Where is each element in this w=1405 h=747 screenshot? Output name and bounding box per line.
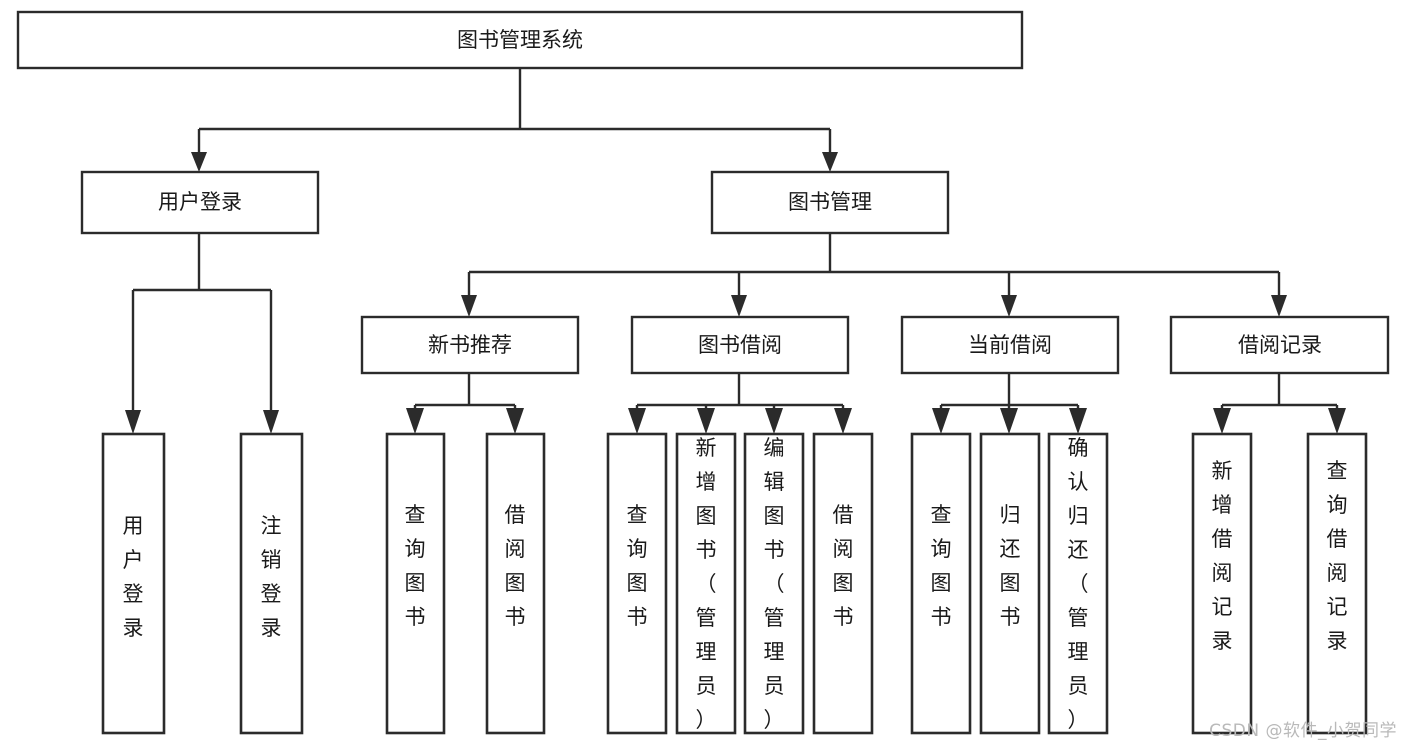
node-leaf-add-record-box[interactable] xyxy=(1191,432,1253,735)
node-leaf-query-book-1-label: 查询图书 xyxy=(405,503,426,629)
node-leaf-logout-login-box[interactable] xyxy=(239,432,304,735)
node-root-box[interactable] xyxy=(16,10,1024,70)
node-root-label: 图书管理系统 xyxy=(457,28,583,52)
arrow-head-new-book-recommend xyxy=(461,295,477,317)
arrow-head-leaf-query-book-3 xyxy=(932,408,950,434)
node-user-login[interactable]: 用户登录 xyxy=(80,170,320,235)
node-leaf-add-book-box[interactable] xyxy=(675,432,737,735)
node-borrow-record-label: 借阅记录 xyxy=(1238,333,1322,357)
node-leaf-confirm-return-box[interactable] xyxy=(1047,432,1109,735)
node-leaf-query-book-2-label: 查询图书 xyxy=(627,503,648,629)
node-leaf-query-book-2[interactable]: 查询图书 xyxy=(606,432,668,735)
node-leaf-query-record-label: 查询借阅记录 xyxy=(1327,459,1348,653)
node-book-borrow-box[interactable] xyxy=(630,315,850,375)
node-new-book-recommend-box[interactable] xyxy=(360,315,580,375)
node-book-manage-box[interactable] xyxy=(710,170,950,235)
arrow-head-leaf-query-book-2 xyxy=(628,408,646,434)
node-book-borrow-label: 图书借阅 xyxy=(698,333,782,357)
connector-layer xyxy=(125,68,1346,434)
node-leaf-query-book-1-box[interactable] xyxy=(385,432,446,735)
node-leaf-add-record[interactable]: 新增借阅记录 xyxy=(1191,432,1253,735)
node-leaf-borrow-book-2-label: 借阅图书 xyxy=(833,503,854,629)
node-leaf-logout-login[interactable]: 注销登录 xyxy=(239,432,304,735)
node-leaf-borrow-book-2-box[interactable] xyxy=(812,432,874,735)
node-leaf-query-book-2-box[interactable] xyxy=(606,432,668,735)
node-leaf-query-record-box[interactable] xyxy=(1306,432,1368,735)
node-leaf-logout-login-label: 注销登录 xyxy=(261,514,282,640)
node-borrow-record-box[interactable] xyxy=(1169,315,1390,375)
node-leaf-query-book-3[interactable]: 查询图书 xyxy=(910,432,972,735)
arrow-head-current-borrow xyxy=(1001,295,1017,317)
node-leaf-edit-book[interactable]: 编辑图书（管理员） xyxy=(743,432,805,735)
arrow-head-leaf-query-book-1 xyxy=(406,408,424,434)
arrow-head-leaf-add-record xyxy=(1213,408,1231,434)
node-leaf-edit-book-box[interactable] xyxy=(743,432,805,735)
node-book-manage-label: 图书管理 xyxy=(788,190,872,214)
node-leaf-borrow-book-1-box[interactable] xyxy=(485,432,546,735)
arrow-head-leaf-return-book xyxy=(1000,408,1018,434)
arrow-head-user-login xyxy=(191,152,207,172)
node-current-borrow[interactable]: 当前借阅 xyxy=(900,315,1120,375)
arrow-head-leaf-add-book xyxy=(697,408,715,434)
arrow-head-leaf-user-login xyxy=(125,410,141,434)
node-leaf-query-book-3-label: 查询图书 xyxy=(931,503,952,629)
node-leaf-add-book-label: 新增图书（管理员） xyxy=(696,436,717,732)
arrow-head-book-manage xyxy=(822,152,838,172)
arrow-head-leaf-edit-book xyxy=(765,408,783,434)
node-leaf-edit-book-label: 编辑图书（管理员） xyxy=(764,436,785,732)
node-new-book-recommend[interactable]: 新书推荐 xyxy=(360,315,580,375)
arrow-head-leaf-borrow-book-1 xyxy=(506,408,524,434)
node-leaf-borrow-book-1[interactable]: 借阅图书 xyxy=(485,432,546,735)
node-leaf-borrow-book-1-label: 借阅图书 xyxy=(505,503,526,629)
node-current-borrow-box[interactable] xyxy=(900,315,1120,375)
node-leaf-confirm-return[interactable]: 确认归还（管理员） xyxy=(1047,432,1109,735)
arrow-head-book-borrow xyxy=(731,295,747,317)
node-leaf-query-book-1[interactable]: 查询图书 xyxy=(385,432,446,735)
node-leaf-confirm-return-label: 确认归还（管理员） xyxy=(1068,436,1089,732)
node-leaf-return-book[interactable]: 归还图书 xyxy=(979,432,1041,735)
arrow-head-leaf-confirm-return xyxy=(1069,408,1087,434)
node-leaf-borrow-book-2[interactable]: 借阅图书 xyxy=(812,432,874,735)
node-leaf-add-record-label: 新增借阅记录 xyxy=(1212,459,1233,653)
arrow-head-borrow-record xyxy=(1271,295,1287,317)
node-root[interactable]: 图书管理系统 xyxy=(16,10,1024,70)
node-leaf-return-book-box[interactable] xyxy=(979,432,1041,735)
node-leaf-user-login-label: 用户登录 xyxy=(123,514,144,640)
node-book-manage[interactable]: 图书管理 xyxy=(710,170,950,235)
node-user-login-label: 用户登录 xyxy=(158,190,242,214)
node-leaf-return-book-label: 归还图书 xyxy=(1000,503,1021,629)
node-new-book-recommend-label: 新书推荐 xyxy=(428,333,512,357)
node-leaf-query-record[interactable]: 查询借阅记录 xyxy=(1306,432,1368,735)
node-leaf-user-login-box[interactable] xyxy=(101,432,166,735)
arrow-head-leaf-query-record xyxy=(1328,408,1346,434)
node-book-borrow[interactable]: 图书借阅 xyxy=(630,315,850,375)
node-leaf-add-book[interactable]: 新增图书（管理员） xyxy=(675,432,737,735)
node-leaf-user-login[interactable]: 用户登录 xyxy=(101,432,166,735)
node-user-login-box[interactable] xyxy=(80,170,320,235)
node-borrow-record[interactable]: 借阅记录 xyxy=(1169,315,1390,375)
arrow-head-leaf-borrow-book-2 xyxy=(834,408,852,434)
arrow-head-leaf-logout-login xyxy=(263,410,279,434)
node-leaf-query-book-3-box[interactable] xyxy=(910,432,972,735)
node-current-borrow-label: 当前借阅 xyxy=(968,333,1052,357)
